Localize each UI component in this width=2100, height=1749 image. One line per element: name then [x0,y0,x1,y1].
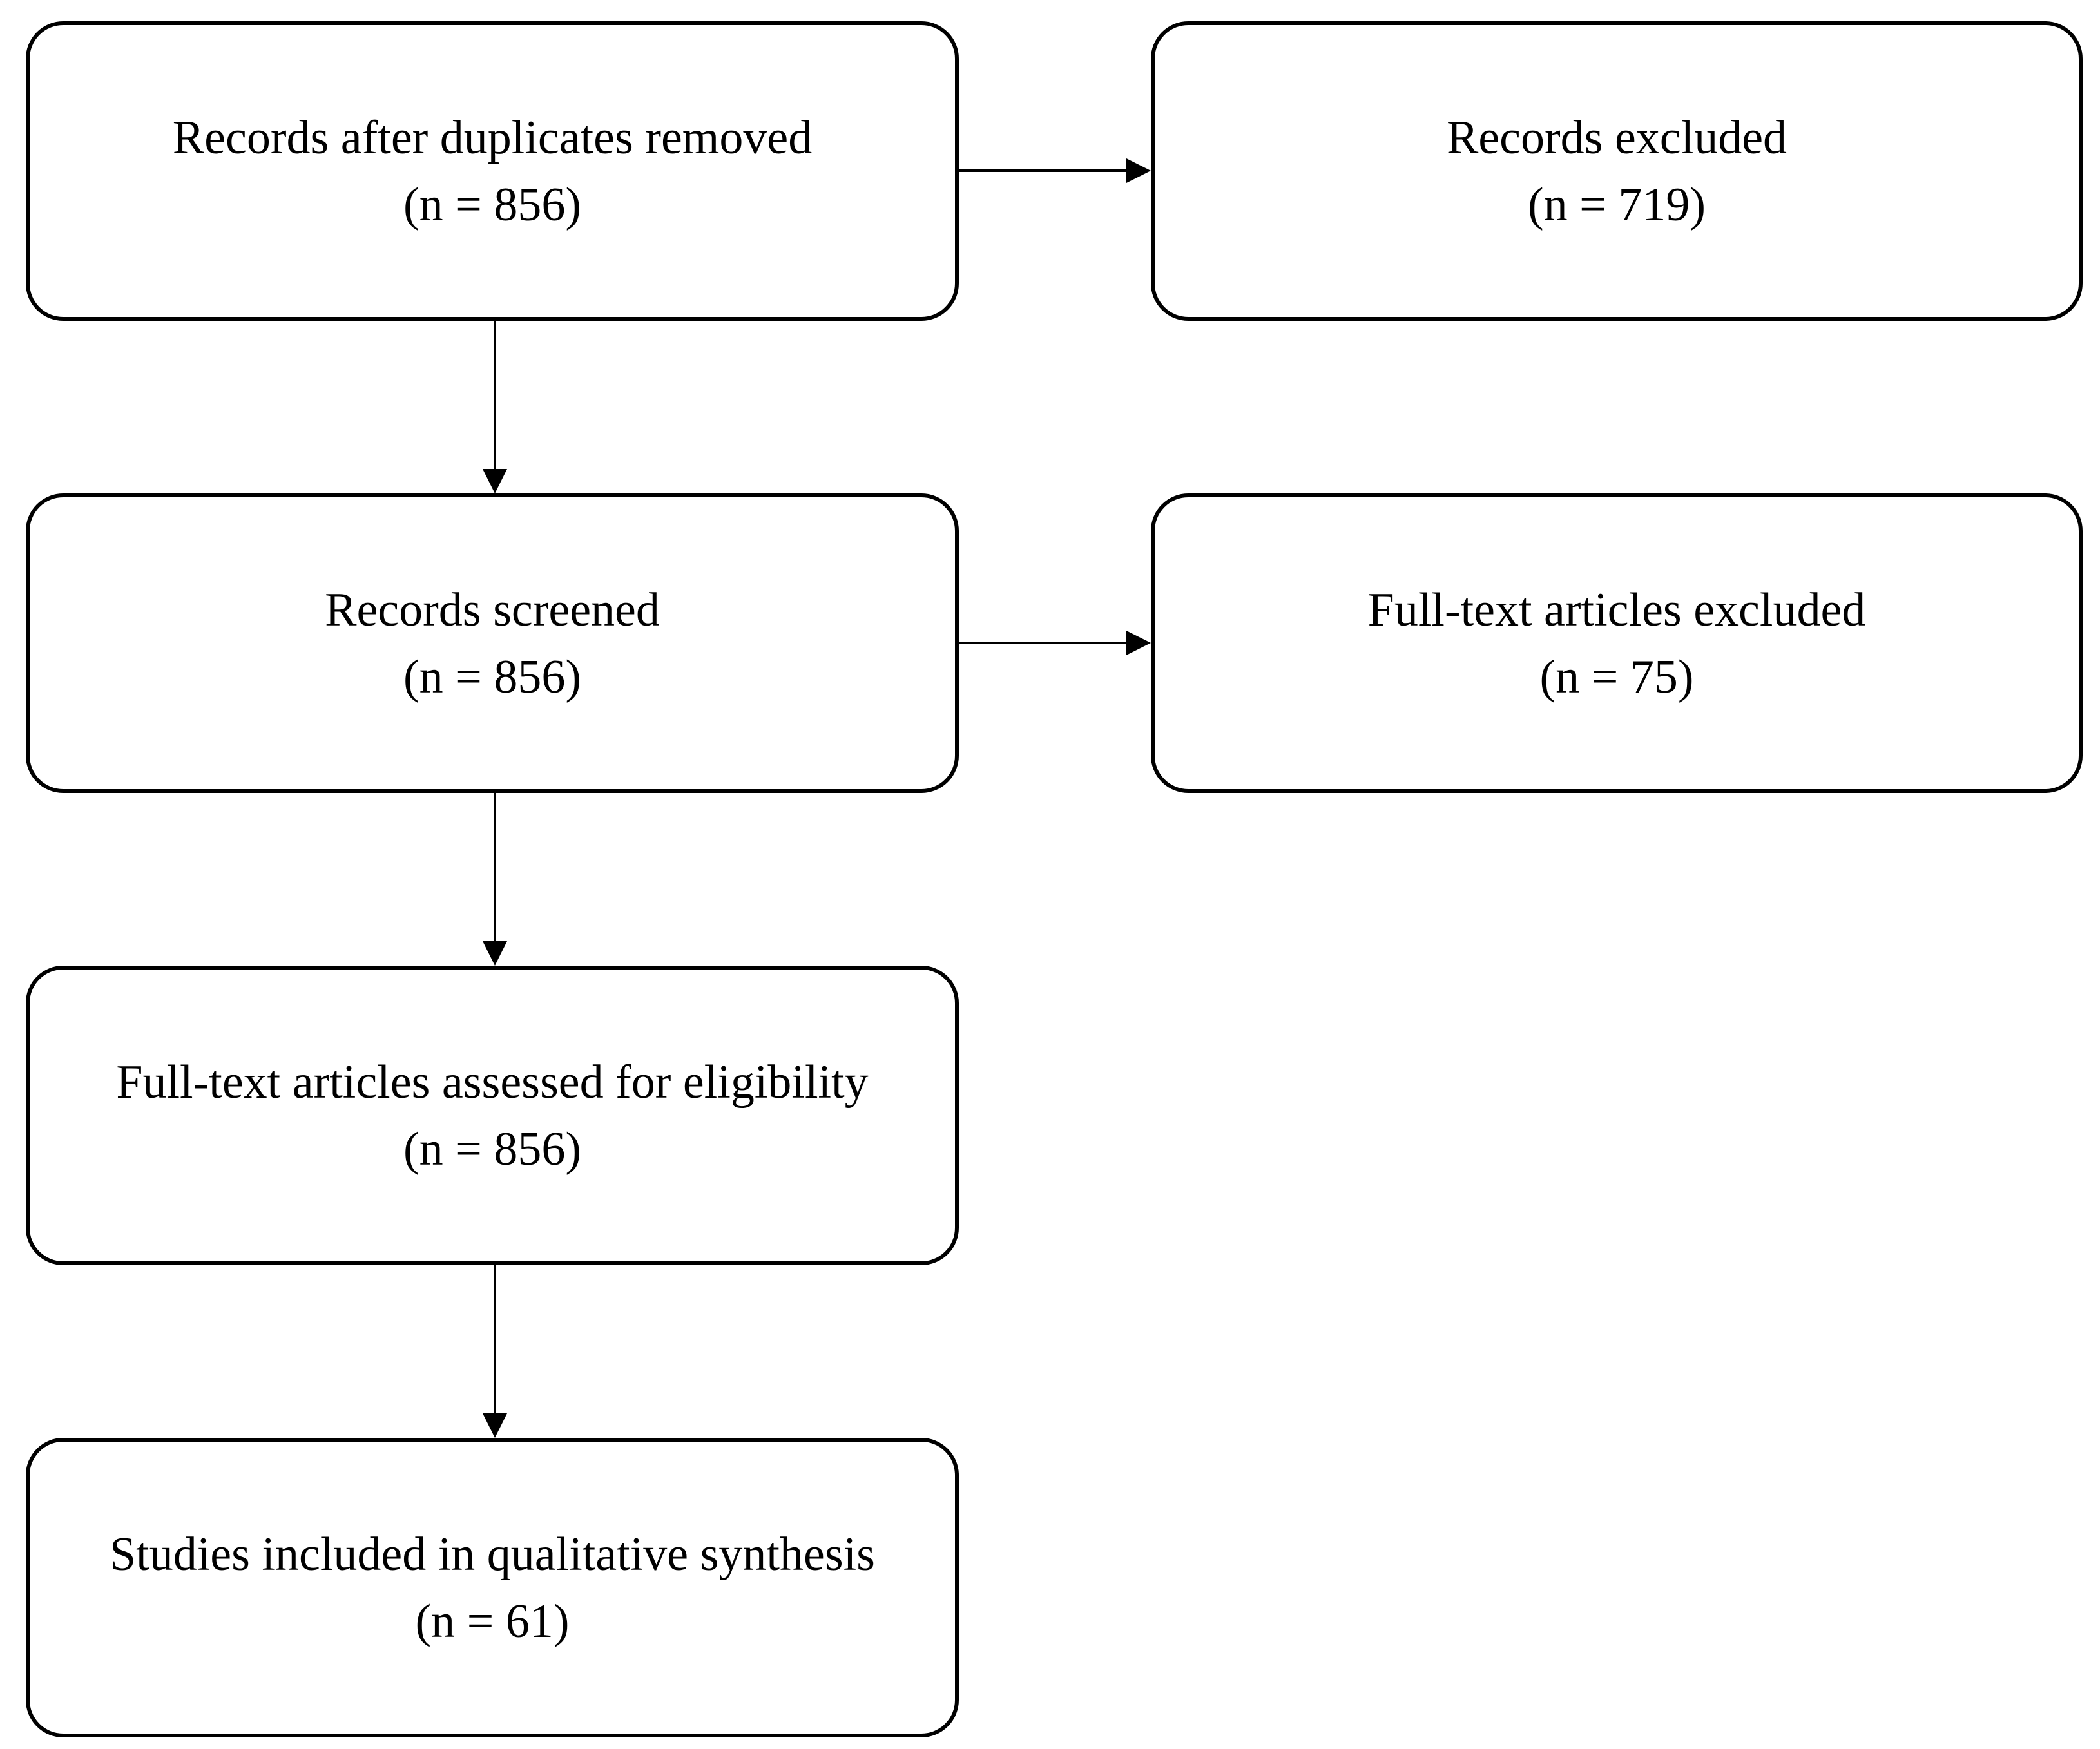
box-count: (n = 856) [403,650,582,703]
records-excluded-box: Records excluded (n = 719) [1151,21,2083,321]
records-screened-box: Records screened (n = 856) [26,493,959,793]
arrowhead-down [483,469,507,493]
box-label: Records after duplicates removed [172,111,813,164]
box-label: Studies included in qualitative synthesi… [110,1527,875,1581]
box-label: Full-text articles excluded [1367,583,1866,636]
box-count: (n = 856) [403,178,582,231]
box-label: Records excluded [1446,111,1787,164]
box-label: Records screened [325,583,660,636]
box-count: (n = 61) [415,1594,570,1648]
records-after-duplicates-removed-box: Records after duplicates removed (n = 85… [26,21,959,321]
box-count: (n = 719) [1527,178,1706,231]
box-count: (n = 856) [403,1122,582,1176]
box-label: Full-text articles assessed for eligibil… [116,1055,869,1109]
arrowhead-down [483,941,507,966]
arrowhead-right [1126,158,1151,183]
arrowhead-right [1126,631,1151,655]
fulltext-articles-assessed-box: Full-text articles assessed for eligibil… [26,966,959,1265]
box-count: (n = 75) [1539,650,1694,703]
fulltext-articles-excluded-box: Full-text articles excluded (n = 75) [1151,493,2083,793]
arrowhead-down [483,1413,507,1438]
studies-included-box: Studies included in qualitative synthesi… [26,1438,959,1737]
